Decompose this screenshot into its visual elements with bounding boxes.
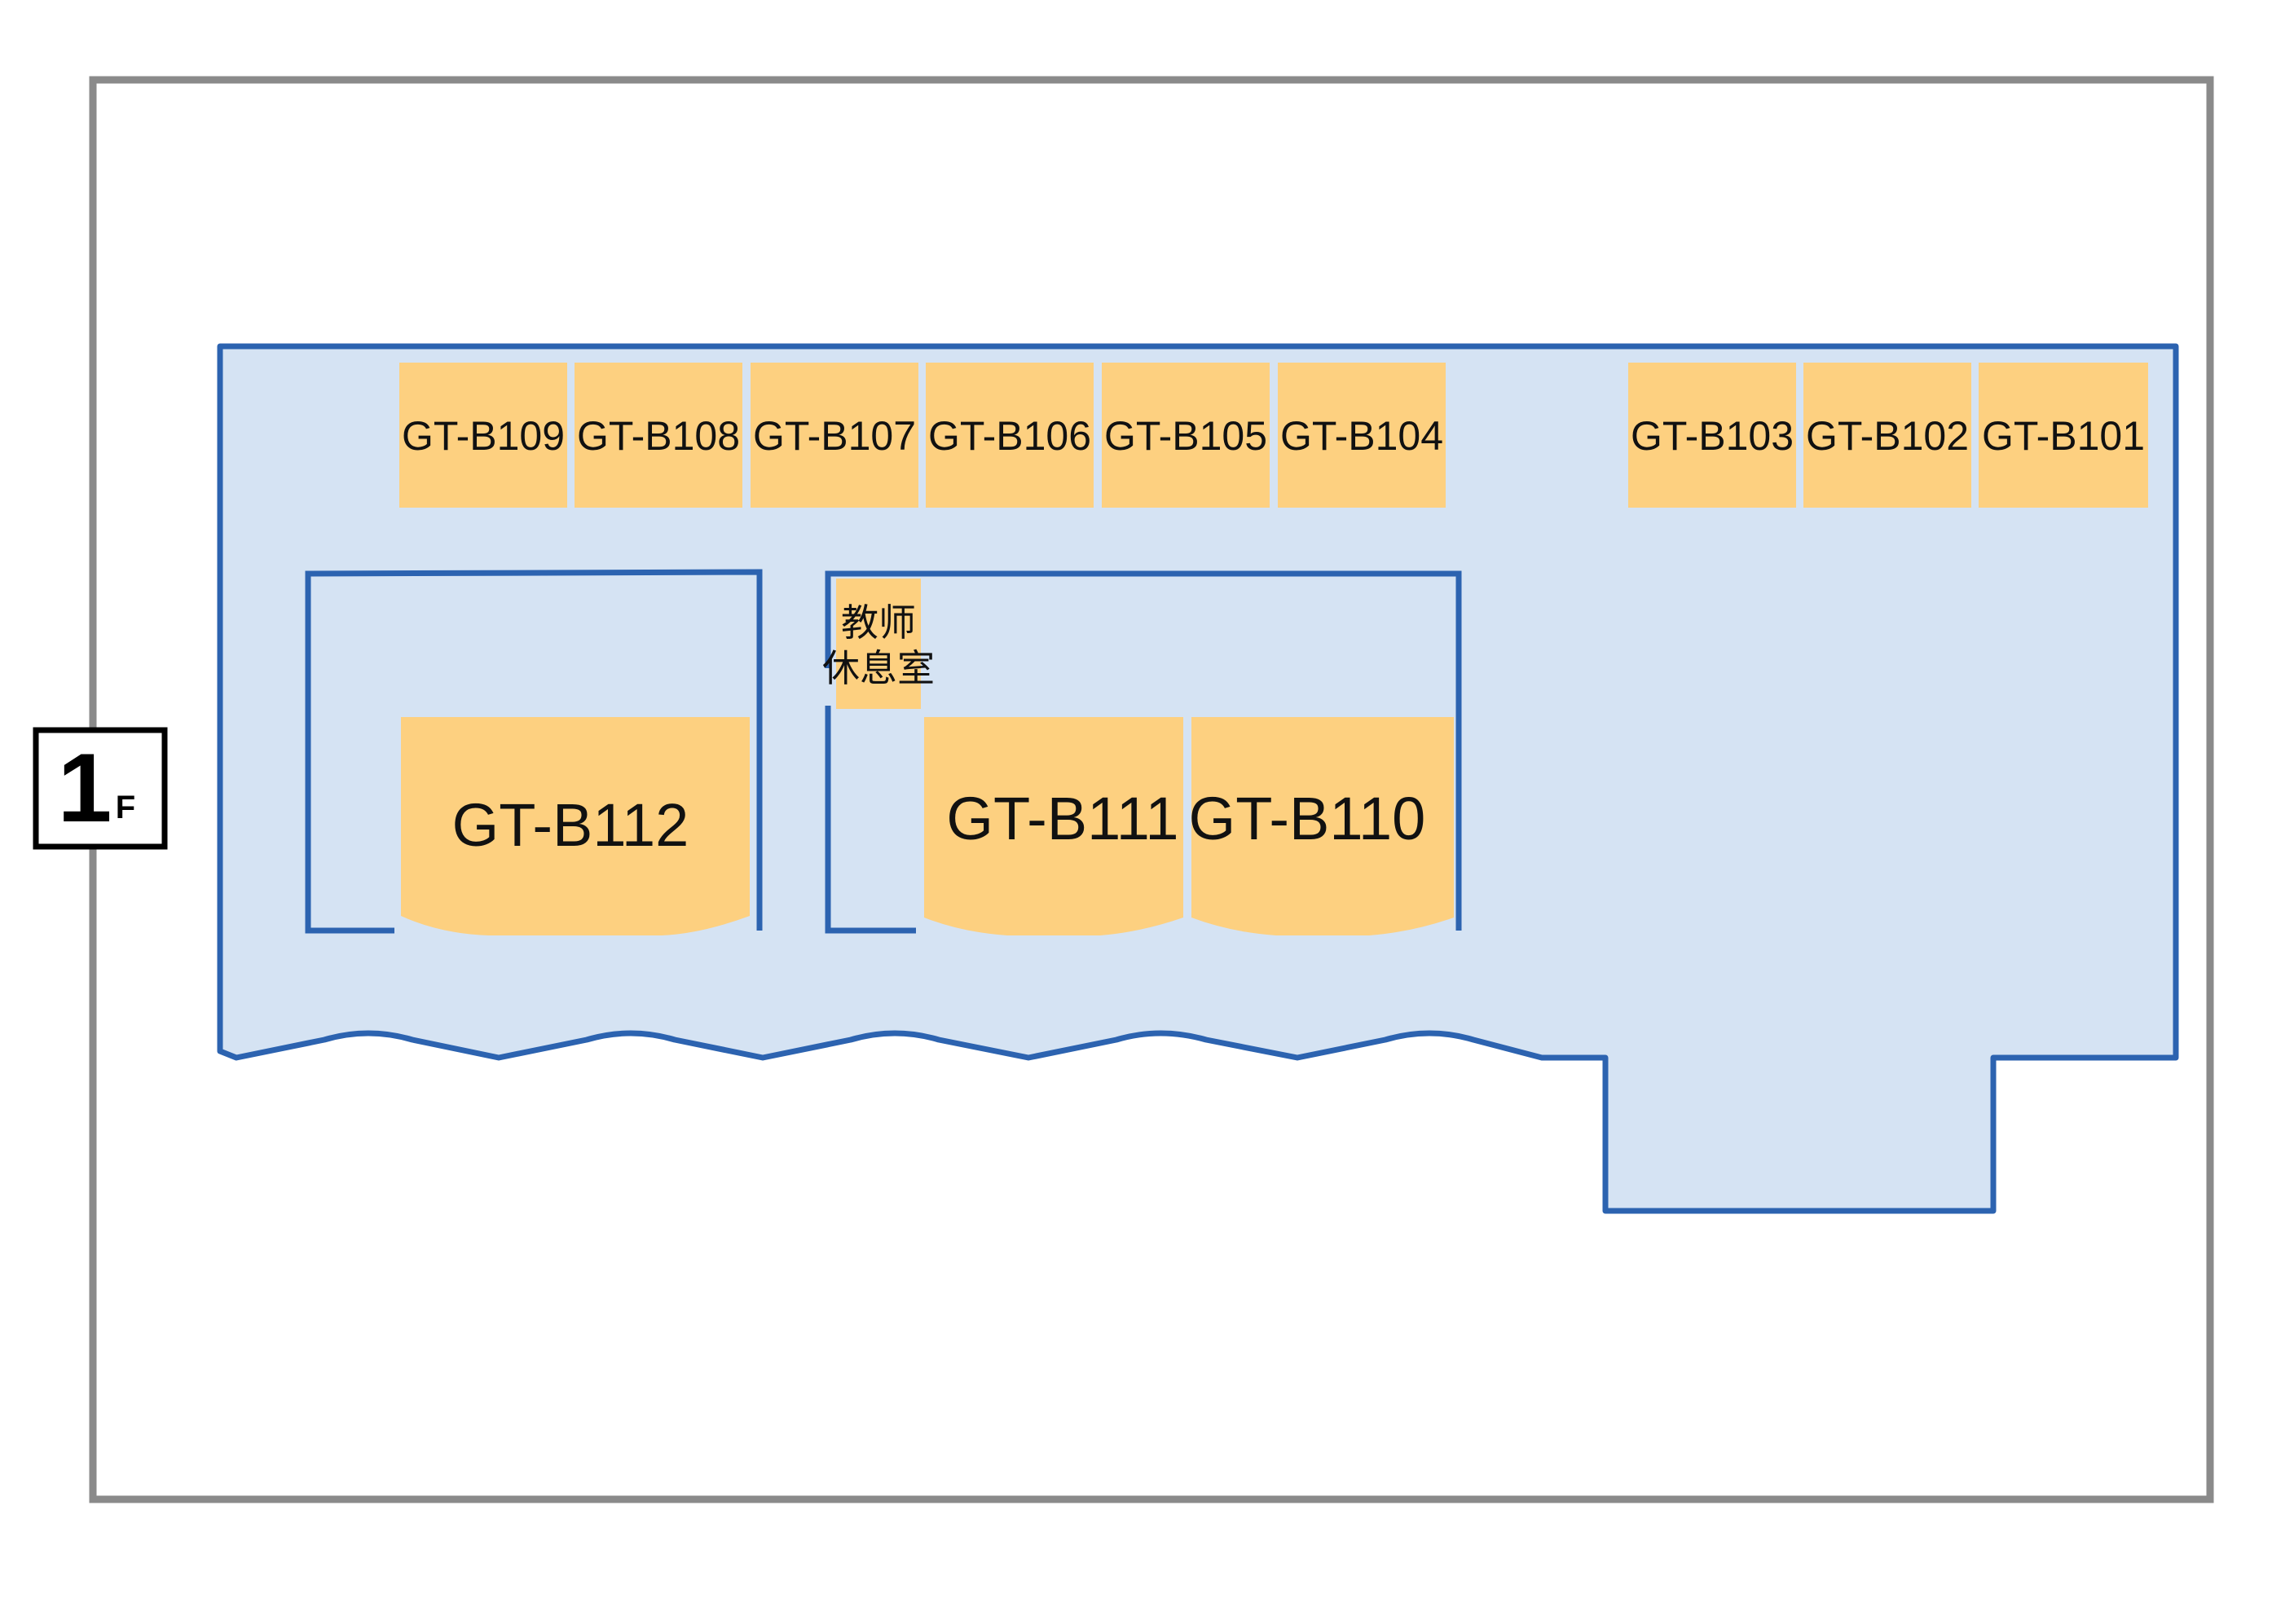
room-b101[interactable]: GT-B101 — [1979, 363, 2148, 508]
room-b104-label: GT-B104 — [1280, 413, 1443, 459]
room-b110-label: GT-B110 — [1189, 785, 1426, 852]
room-b111-label: GT-B111 — [946, 785, 1178, 852]
floor-number: 1 — [58, 733, 112, 843]
floor-suffix: F — [116, 790, 135, 825]
teacher-lounge-line1: 教师 — [841, 601, 916, 645]
room-b108-label: GT-B108 — [577, 413, 740, 459]
room-b112[interactable]: GT-B112 — [401, 717, 750, 935]
room-b105[interactable]: GT-B105 — [1102, 363, 1270, 508]
room-b101-label: GT-B101 — [1982, 413, 2145, 459]
room-b106-label: GT-B106 — [928, 413, 1091, 459]
room-b105-label: GT-B105 — [1104, 413, 1267, 459]
left-enclosure-wall — [305, 569, 763, 934]
room-b108[interactable]: GT-B108 — [575, 363, 742, 508]
room-b104[interactable]: GT-B104 — [1278, 363, 1446, 508]
room-b102[interactable]: GT-B102 — [1803, 363, 1971, 508]
floor-badge: 1 F — [33, 727, 168, 850]
room-b112-label: GT-B112 — [452, 791, 689, 859]
room-b102-label: GT-B102 — [1806, 413, 1969, 459]
room-b107[interactable]: GT-B107 — [751, 363, 918, 508]
right-enclosure-wall — [825, 570, 1462, 931]
room-b103-label: GT-B103 — [1631, 413, 1794, 459]
room-b103[interactable]: GT-B103 — [1628, 363, 1796, 508]
room-b111[interactable]: GT-B111 — [924, 717, 1183, 935]
room-b109-label: GT-B109 — [402, 413, 565, 459]
teacher-lounge[interactable]: 教师 休息室 — [822, 579, 935, 709]
top-room-row: GT-B109 GT-B108 GT-B107 GT-B106 GT-B105 … — [399, 363, 2148, 508]
teacher-lounge-line2: 休息室 — [822, 646, 935, 690]
room-b110[interactable]: GT-B110 — [1189, 717, 1454, 935]
right-enclosure-lower-wall — [825, 706, 916, 934]
room-b106[interactable]: GT-B106 — [926, 363, 1094, 508]
room-b109[interactable]: GT-B109 — [399, 363, 567, 508]
room-b107-label: GT-B107 — [753, 413, 916, 459]
